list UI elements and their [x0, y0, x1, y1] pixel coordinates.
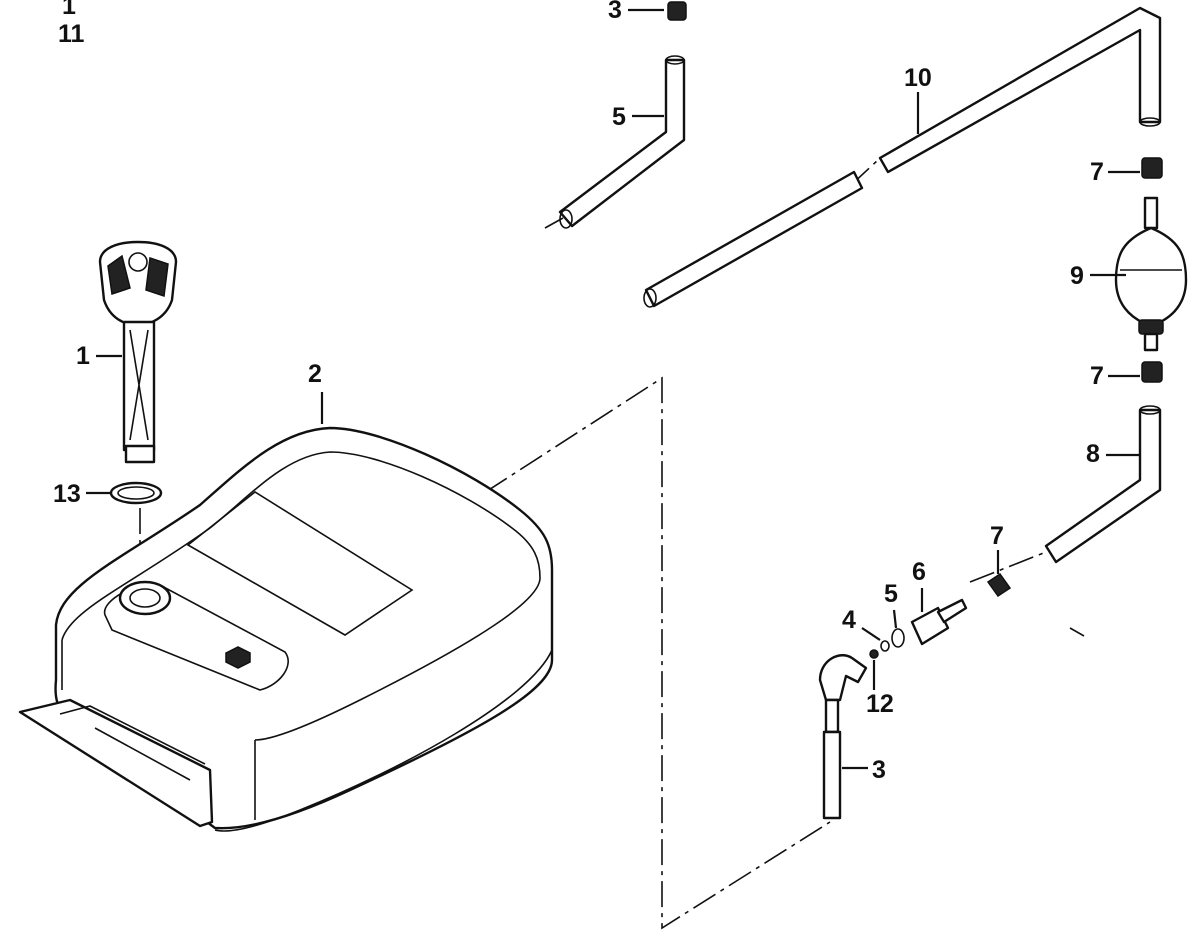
clamp-middle — [1141, 361, 1163, 383]
fuel-gauge — [98, 240, 178, 464]
callout-hose-short: 5 — [612, 103, 626, 131]
callout-check-valve: 4 — [842, 606, 856, 634]
connector — [910, 598, 968, 646]
pickup-fitting-icon — [225, 646, 251, 669]
hose-short — [558, 58, 686, 228]
callout-fuel-tank: 2 — [308, 360, 322, 388]
callout-clamp-middle: 7 — [1090, 362, 1104, 390]
callout-primer-bulb: 9 — [1070, 262, 1084, 290]
clamp-upper — [1141, 157, 1163, 179]
hose-lower — [1044, 408, 1162, 564]
check-valve — [880, 640, 890, 652]
callout-hose-long: 10 — [904, 64, 932, 92]
callout-fitting-bottom: 3 — [872, 756, 886, 784]
callout-clamp-upper: 7 — [1090, 158, 1104, 186]
callout-o-ring: 5 — [884, 580, 898, 608]
primer-bulb — [1114, 196, 1188, 352]
ball — [869, 649, 879, 659]
fuel-tank — [18, 426, 554, 832]
callout-fuel-gauge: 1 — [76, 342, 90, 370]
callout-fitting-top: 3 — [608, 0, 622, 24]
o-ring — [891, 628, 905, 648]
corner-label-1: 1 — [62, 0, 76, 20]
callout-clamp-lower: 7 — [990, 522, 1004, 550]
fill-neck-icon — [118, 580, 172, 616]
fitting-top — [667, 1, 687, 21]
hose-long — [643, 6, 1162, 308]
corner-label-11: 11 — [58, 20, 85, 48]
callout-connector: 6 — [912, 558, 926, 586]
fitting-bottom — [818, 654, 868, 820]
callout-gauge-seal: 13 — [53, 480, 81, 508]
callout-ball: 12 — [866, 690, 894, 718]
callout-hose-lower: 8 — [1086, 440, 1100, 468]
clamp-lower — [986, 572, 1012, 598]
